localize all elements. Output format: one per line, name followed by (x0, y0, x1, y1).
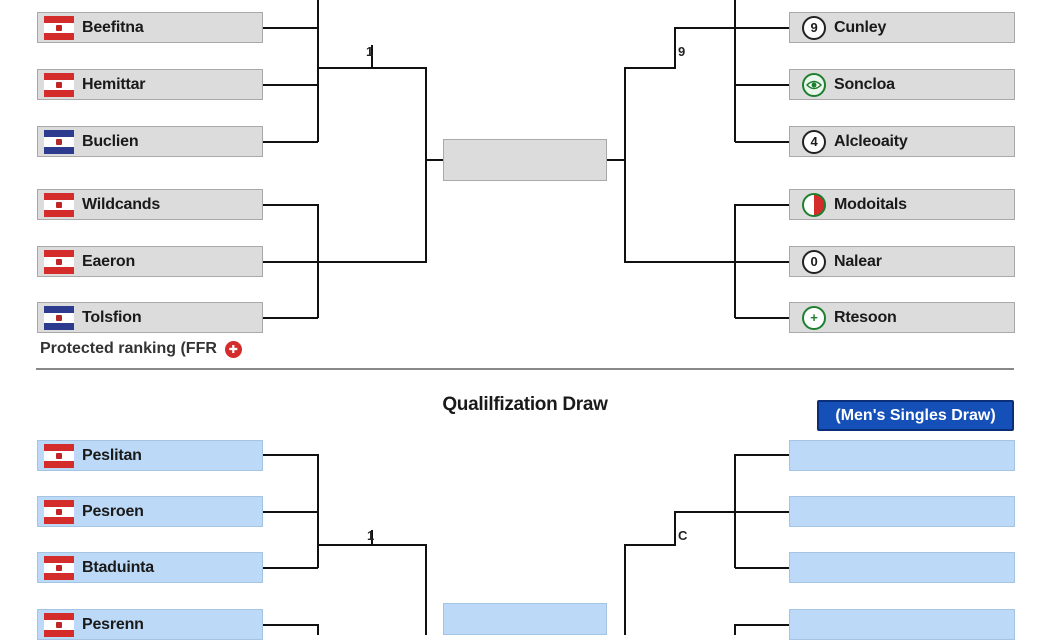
flag-icon (44, 555, 74, 580)
flag-icon (44, 192, 74, 217)
right-slot-3[interactable]: 4 Alcleoaity (789, 126, 1015, 157)
bracket-line (734, 454, 789, 569)
player-name: Buclien (82, 132, 139, 150)
info-icon[interactable]: ✚ (224, 340, 242, 358)
player-name: Nalear (834, 252, 882, 270)
note-text: Protected ranking (FFR (40, 340, 217, 357)
bracket-line (263, 0, 319, 143)
bracket-line (318, 45, 427, 263)
flag-icon (44, 612, 74, 637)
bracket-line (318, 530, 427, 635)
player-name: Cunley (834, 18, 887, 36)
right-slot-1[interactable]: 9 Cunley (789, 12, 1015, 43)
player-name: Hemittar (82, 75, 146, 93)
player-name: Eaeron (82, 252, 136, 270)
flag-icon (44, 499, 74, 524)
left-slot-2[interactable]: Hemittar (37, 69, 263, 100)
player-name: Tolsfion (82, 308, 142, 326)
flag-icon (44, 249, 74, 274)
flag-icon (44, 443, 74, 468)
left-slot-6[interactable]: Tolsfion (37, 302, 263, 333)
flag-icon (44, 129, 74, 154)
left-slot-5[interactable]: Eaeron (37, 246, 263, 277)
player-name: Modoitals (834, 195, 907, 213)
bracket-line (734, 624, 789, 635)
seed-badge-icon: 0 (802, 249, 826, 274)
bracket-line (263, 204, 319, 319)
qual-round-number-left: 1 (367, 528, 375, 543)
split-badge-icon (802, 192, 826, 217)
right-slot-6[interactable]: + Rtesoon (789, 302, 1015, 333)
seed-badge-icon: 9 (802, 15, 826, 40)
qual-round-number-right: C (678, 528, 688, 543)
player-name: Wildcands (82, 195, 161, 213)
qual-right-slot-3[interactable] (789, 552, 1015, 583)
player-name: Pesroen (82, 502, 144, 520)
final-slot[interactable] (443, 139, 607, 181)
left-slot-1[interactable]: Beefitna (37, 12, 263, 43)
left-slot-3[interactable]: Buclien (37, 126, 263, 157)
player-name: Beefitna (82, 18, 144, 36)
qual-left-slot-4[interactable]: Pesrenn (37, 609, 263, 640)
plus-badge-icon: + (802, 305, 826, 330)
qual-left-slot-1[interactable]: Peslitan (37, 440, 263, 471)
qual-final-slot[interactable] (443, 603, 607, 635)
bracket-line (624, 27, 735, 263)
flag-icon (44, 305, 74, 330)
qual-right-slot-4[interactable] (789, 609, 1015, 640)
round-number-right: 9 (678, 44, 686, 59)
player-name: Alcleoaity (834, 132, 908, 150)
player-name: Btaduinta (82, 558, 154, 576)
protected-ranking-note: Protected ranking (FFR ✚ (40, 340, 242, 358)
bracket-line (734, 0, 789, 143)
qual-left-slot-2[interactable]: Pesroen (37, 496, 263, 527)
round-number-left: 1 (366, 44, 374, 59)
right-slot-4[interactable]: Modoitals (789, 189, 1015, 220)
qual-right-slot-1[interactable] (789, 440, 1015, 471)
mens-singles-draw-button[interactable]: (Men's Singles Draw) (817, 400, 1014, 431)
flag-icon (44, 72, 74, 97)
qual-left-slot-3[interactable]: Btaduinta (37, 552, 263, 583)
bracket-line (263, 454, 319, 569)
section-title: Qualilfization Draw (442, 394, 608, 415)
eye-badge-icon (802, 72, 826, 97)
player-name: Peslitan (82, 446, 142, 464)
qual-right-slot-2[interactable] (789, 496, 1015, 527)
player-name: Rtesoon (834, 308, 897, 326)
player-name: Soncloa (834, 75, 895, 93)
seed-badge-icon: 4 (802, 129, 826, 154)
section-divider (36, 368, 1014, 370)
player-name: Pesrenn (82, 615, 144, 633)
flag-icon (44, 15, 74, 40)
left-slot-4[interactable]: Wildcands (37, 189, 263, 220)
right-slot-5[interactable]: 0 Nalear (789, 246, 1015, 277)
bracket-line (263, 624, 319, 635)
right-slot-2[interactable]: Soncloa (789, 69, 1015, 100)
bracket-line (734, 204, 789, 319)
